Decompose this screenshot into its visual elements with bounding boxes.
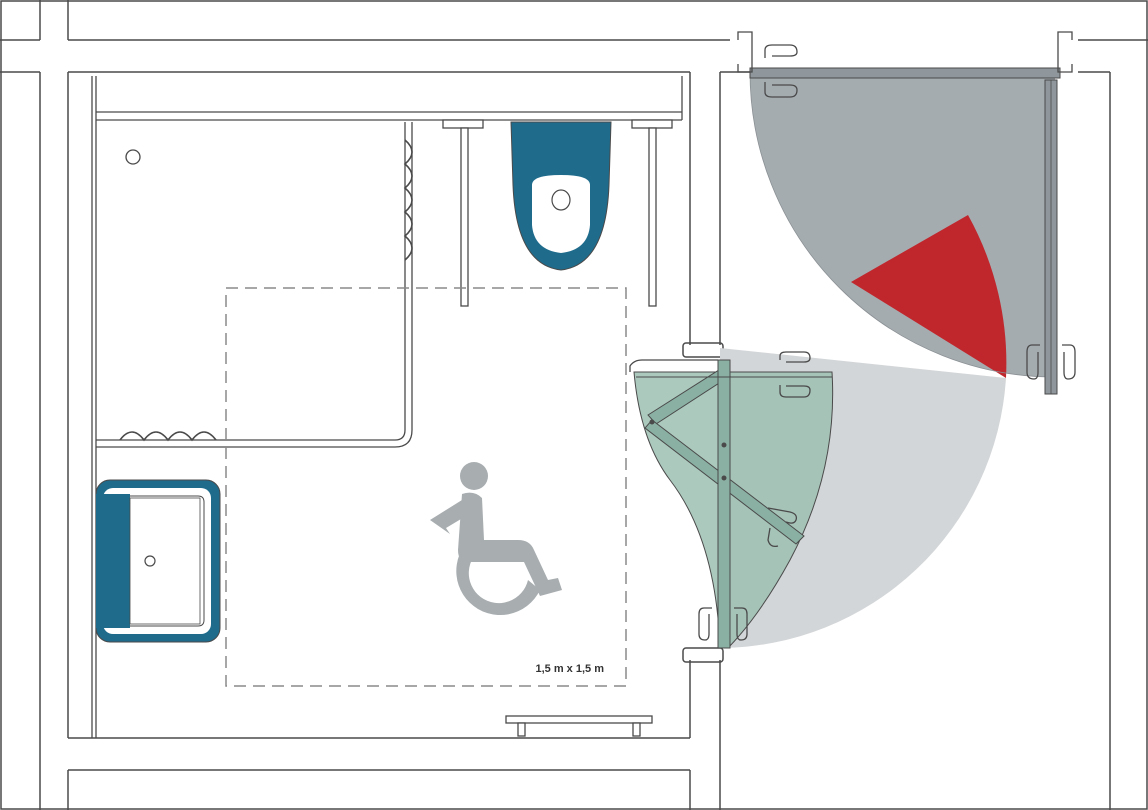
conflict-zone	[851, 215, 1007, 378]
toilet-grab-bars	[442, 119, 673, 307]
turning-space-dimension-label: 1,5 m x 1,5 m	[536, 663, 605, 675]
door-handle-icon	[779, 385, 811, 398]
shower-curtain-horizontal	[119, 431, 217, 442]
door-handle-icon	[767, 507, 798, 524]
door-handle-icon	[698, 607, 712, 641]
shower-curtain-vertical	[403, 139, 413, 261]
folding-door	[629, 351, 834, 649]
door-handle-icon	[1062, 344, 1076, 380]
door-handle-icon	[779, 351, 811, 363]
wheelchair-icon	[430, 462, 562, 616]
toilet-icon	[510, 121, 612, 271]
swing-door-arc	[750, 72, 1055, 377]
turning-space-outline	[225, 287, 627, 687]
washbasin-icon	[95, 479, 221, 643]
door-handle-icon	[734, 607, 748, 641]
wall-shelf	[91, 76, 683, 738]
door-handle-icon	[764, 82, 798, 98]
shower-drain	[125, 149, 141, 165]
shower-area	[96, 122, 413, 448]
wall-bench	[505, 715, 653, 737]
door-handle-icon	[764, 44, 798, 58]
door-handle-icon	[1026, 344, 1040, 380]
